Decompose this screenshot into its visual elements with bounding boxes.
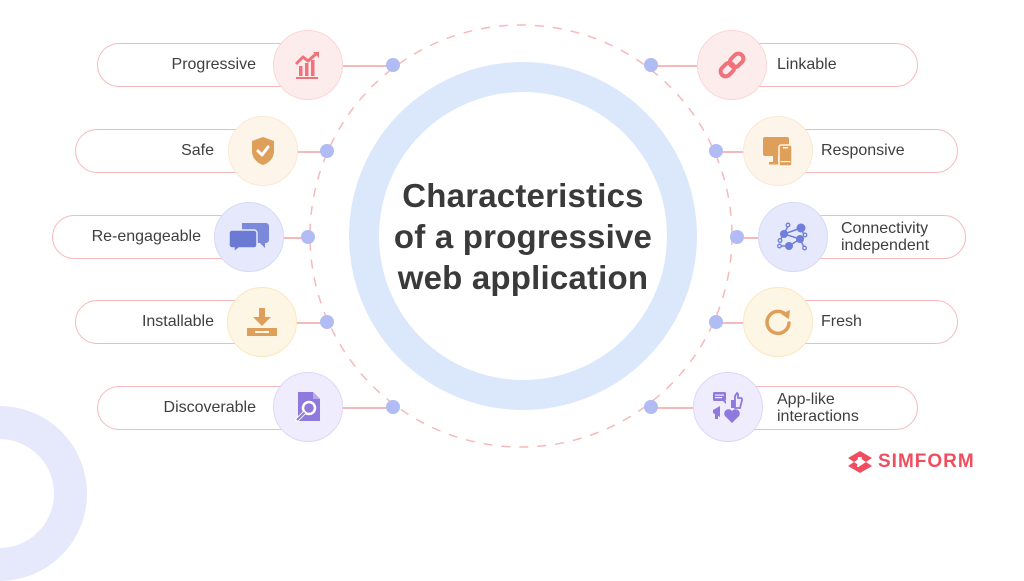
- connector-line: [343, 407, 393, 409]
- characteristic-label: Linkable: [777, 56, 837, 73]
- growth-chart-icon: [273, 30, 343, 100]
- chat-bubbles-icon: [214, 202, 284, 272]
- link-icon: [697, 30, 767, 100]
- connector-line: [740, 237, 765, 239]
- download-tray-icon: [227, 287, 297, 357]
- orbit-dot: [730, 230, 744, 244]
- characteristic-label: Connectivity independent: [841, 220, 930, 254]
- title-line-1: Characteristics: [402, 176, 644, 214]
- orbit-dot: [644, 400, 658, 414]
- orbit-dot: [320, 315, 334, 329]
- interactions-icon: [693, 372, 763, 442]
- connector-line: [297, 322, 327, 324]
- characteristic-label: Re-engageable: [91, 228, 201, 245]
- orbit-dot: [301, 230, 315, 244]
- characteristic-label: Safe: [181, 142, 214, 159]
- connector-line: [283, 237, 308, 239]
- connector-line: [653, 65, 703, 67]
- characteristic-label: Discoverable: [163, 399, 256, 416]
- characteristic-label: App-like interactions: [777, 391, 859, 425]
- simform-logo-icon: [848, 451, 872, 473]
- characteristic-label: Progressive: [171, 56, 256, 73]
- orbit-dot: [709, 144, 723, 158]
- devices-icon: [743, 116, 813, 186]
- brand-name: SIMFORM: [878, 451, 975, 472]
- connector-line: [717, 322, 747, 324]
- diagram-title: Characteristics of a progressive web app…: [349, 62, 697, 410]
- title-line-2: of a progressive: [393, 217, 653, 255]
- orbit-dot: [644, 58, 658, 72]
- orbit-dot: [709, 315, 723, 329]
- refresh-icon: [743, 287, 813, 357]
- connector-line: [343, 65, 393, 67]
- simform-logo: SIMFORM: [848, 451, 975, 473]
- connector-line: [653, 407, 703, 409]
- orbit-dot: [320, 144, 334, 158]
- network-nodes-icon: [758, 202, 828, 272]
- connector-line: [717, 151, 747, 153]
- document-search-icon: [273, 372, 343, 442]
- title-line-3: web application: [397, 258, 649, 296]
- decorative-arc: [0, 406, 87, 581]
- orbit-dot: [386, 58, 400, 72]
- characteristic-label: Installable: [141, 313, 214, 330]
- characteristic-label: Fresh: [821, 313, 862, 330]
- orbit-dot: [386, 400, 400, 414]
- shield-check-icon: [228, 116, 298, 186]
- connector-line: [297, 151, 327, 153]
- characteristic-label: Responsive: [821, 142, 905, 159]
